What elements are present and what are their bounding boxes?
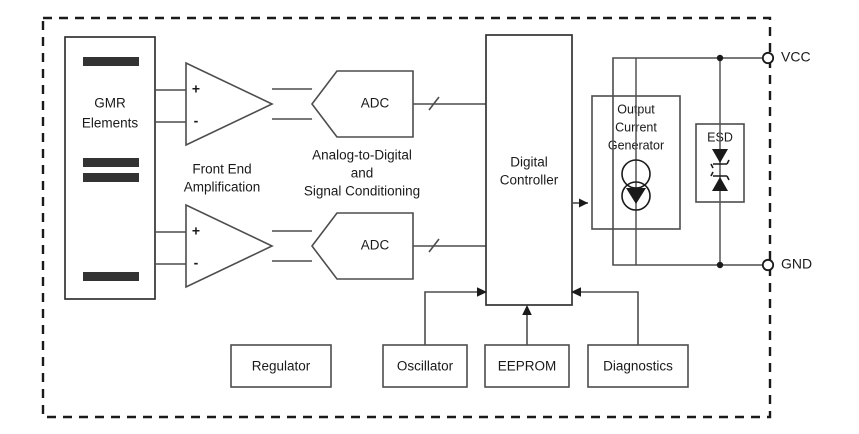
amp-bottom-minus-label: - bbox=[194, 255, 199, 271]
eeprom-label: EEPROM bbox=[498, 359, 557, 374]
zener-diode-upper-bar-icon bbox=[710, 159, 730, 169]
wire-oscillator-to-controller bbox=[424, 291, 478, 345]
front-end-caption-line1: Front End bbox=[192, 162, 251, 177]
arrowhead-controller-to-ocg bbox=[579, 198, 588, 208]
gmr-label-line2: Elements bbox=[82, 116, 139, 131]
gmr-elements-block bbox=[64, 36, 156, 300]
wire-ocg-top-to-vcc-rail bbox=[612, 57, 768, 229]
amp-top-plus-label: + bbox=[192, 81, 200, 97]
package-boundary-dashed bbox=[41, 16, 772, 419]
regulator-label: Regulator bbox=[252, 359, 311, 374]
arrowhead-eeprom-to-controller bbox=[522, 305, 532, 315]
regulator-block bbox=[230, 344, 332, 388]
bus-slash-marker-bottom bbox=[428, 238, 440, 253]
zener-diode-upper-icon bbox=[712, 149, 728, 163]
diagnostics-label: Diagnostics bbox=[603, 359, 673, 374]
front-end-amplifier-top bbox=[185, 61, 274, 147]
controller-label-line2: Controller bbox=[500, 173, 559, 188]
digital-controller-block bbox=[485, 34, 573, 306]
amp-top-minus-label: - bbox=[194, 113, 199, 129]
zener-diode-lower-icon bbox=[712, 177, 728, 191]
diagnostics-block bbox=[587, 344, 689, 388]
gmr-element-bar bbox=[83, 173, 139, 182]
oscillator-label: Oscillator bbox=[397, 359, 454, 374]
front-end-caption-line2: Amplification bbox=[184, 180, 261, 195]
arrowhead-oscillator-to-controller bbox=[477, 287, 487, 297]
oscillator-block bbox=[382, 344, 468, 388]
zener-diode-lower-bar-icon bbox=[710, 171, 730, 181]
gmr-element-bar bbox=[83, 158, 139, 167]
front-end-amplifier-bottom bbox=[185, 203, 274, 289]
junction-dot-gnd bbox=[716, 261, 724, 269]
junction-dot-vcc bbox=[716, 54, 724, 62]
adc-caption-line2: and bbox=[351, 166, 374, 181]
arrowhead-diagnostics-to-controller bbox=[571, 287, 581, 297]
gnd-label: GND bbox=[781, 256, 812, 272]
controller-label-line1: Digital bbox=[510, 155, 548, 170]
gmr-element-bar bbox=[83, 57, 139, 66]
amp-bottom-plus-label: + bbox=[192, 223, 200, 239]
current-source-circle-lower bbox=[621, 181, 651, 211]
adc-top-label: ADC bbox=[361, 96, 390, 111]
wire-ocg-bottom-to-gnd-rail bbox=[612, 229, 768, 266]
wire-diagnostics-to-controller bbox=[580, 291, 639, 345]
gmr-element-bar bbox=[83, 272, 139, 281]
adc-bottom-label: ADC bbox=[361, 238, 390, 253]
adc-caption-line3: Signal Conditioning bbox=[304, 184, 420, 199]
current-direction-triangle-icon bbox=[626, 188, 646, 204]
bus-slash-marker-top bbox=[428, 96, 440, 111]
gnd-terminal[interactable] bbox=[761, 258, 775, 272]
vcc-label: VCC bbox=[781, 49, 811, 65]
gmr-label-line1: GMR bbox=[94, 96, 126, 111]
adc-caption-line1: Analog-to-Digital bbox=[312, 148, 412, 163]
eeprom-block bbox=[484, 344, 570, 388]
vcc-terminal[interactable] bbox=[761, 51, 775, 65]
